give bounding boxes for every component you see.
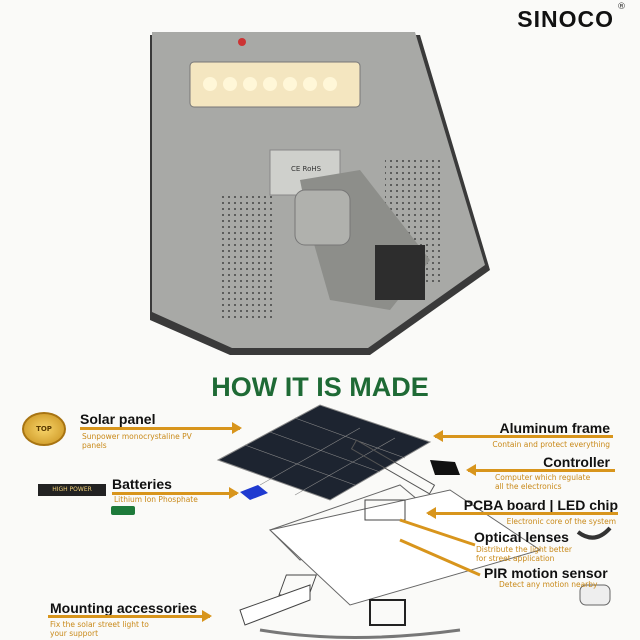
street-light-product xyxy=(150,32,490,355)
brand-logo: SINOCO xyxy=(517,6,614,32)
certification-label: CE RoHS xyxy=(291,165,322,173)
registered-mark: ® xyxy=(617,2,626,12)
exploded-view xyxy=(216,404,612,639)
controller-subtitle: Computer which regulate all the electron… xyxy=(495,473,591,491)
batteries-title: Batteries xyxy=(112,476,172,492)
mounting-subtitle: Fix the solar street light to your suppo… xyxy=(50,620,149,638)
controller-title: Controller xyxy=(543,454,610,470)
solar-panel-arrow xyxy=(80,422,242,434)
high-power-badge: HIGH POWER xyxy=(38,484,106,496)
aluminum-frame-subtitle: Contain and protect everything xyxy=(492,440,610,449)
pir-sensor-subtitle: Detect any motion nearby xyxy=(499,580,598,589)
section-heading: HOW IT IS MADE xyxy=(211,372,429,402)
pcba-subtitle: Electronic core of the system xyxy=(506,517,616,526)
batteries-arrow xyxy=(112,487,239,499)
pir-sensor-title: PIR motion sensor xyxy=(484,565,608,581)
solar-panel-title: Solar panel xyxy=(80,411,156,427)
lens-sensor-pointer-lines xyxy=(399,518,481,577)
batteries-subtitle: Lithium Ion Phosphate xyxy=(114,495,198,504)
controller-arrow xyxy=(466,464,615,476)
pcba-title: PCBA board | LED chip xyxy=(463,497,618,513)
optical-lenses-subtitle: Distribute the light better for street a… xyxy=(476,545,572,563)
mounting-title: Mounting accessories xyxy=(50,600,198,616)
battery-charge-icon xyxy=(111,506,135,515)
aluminum-frame-title: Aluminum frame xyxy=(499,420,610,436)
aluminum-frame-arrow xyxy=(433,430,613,442)
solar-panel-subtitle: Sunpower monocrystaline PV panels xyxy=(82,432,192,450)
mounting-arrow xyxy=(48,610,212,622)
optical-lenses-title: Optical lenses xyxy=(474,529,569,545)
pcba-arrow xyxy=(426,507,618,519)
top-quality-badge: TOP xyxy=(22,412,66,446)
